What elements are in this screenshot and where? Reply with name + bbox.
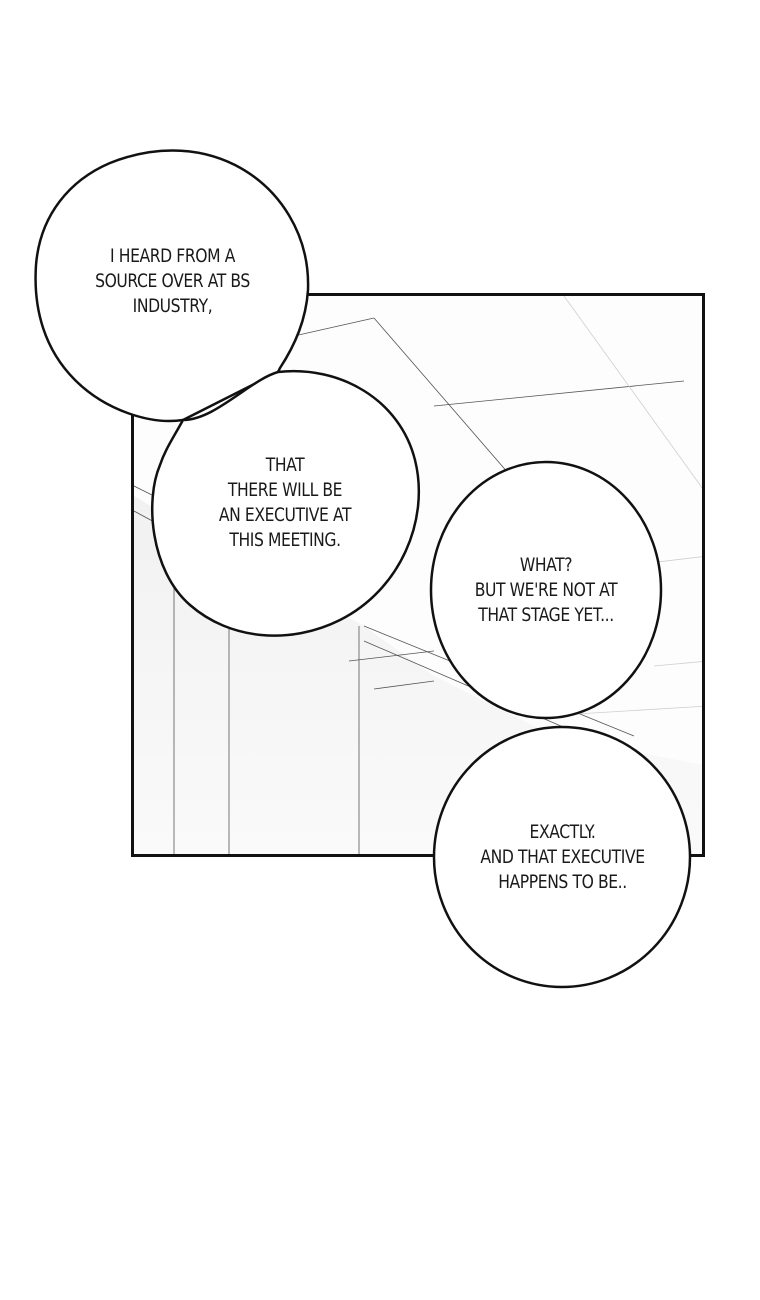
speech-bubble-2 — [151, 369, 420, 637]
bubble-4-text: EXACTLY. AND THAT EXECUTIVE HAPPENS TO B… — [480, 821, 645, 893]
bubble-3-text: WHAT? BUT WE'RE NOT AT THAT STAGE YET... — [474, 554, 618, 626]
speech-bubble-4 — [432, 725, 692, 989]
speech-bubble-3 — [429, 460, 663, 720]
bubble-1-text: I HEARD FROM A SOURCE OVER AT BS INDUSTR… — [95, 245, 250, 317]
speech-bubble-1 — [34, 149, 310, 423]
bubble-2-text: THAT THERE WILL BE AN EXECUTIVE AT THIS … — [218, 454, 352, 551]
